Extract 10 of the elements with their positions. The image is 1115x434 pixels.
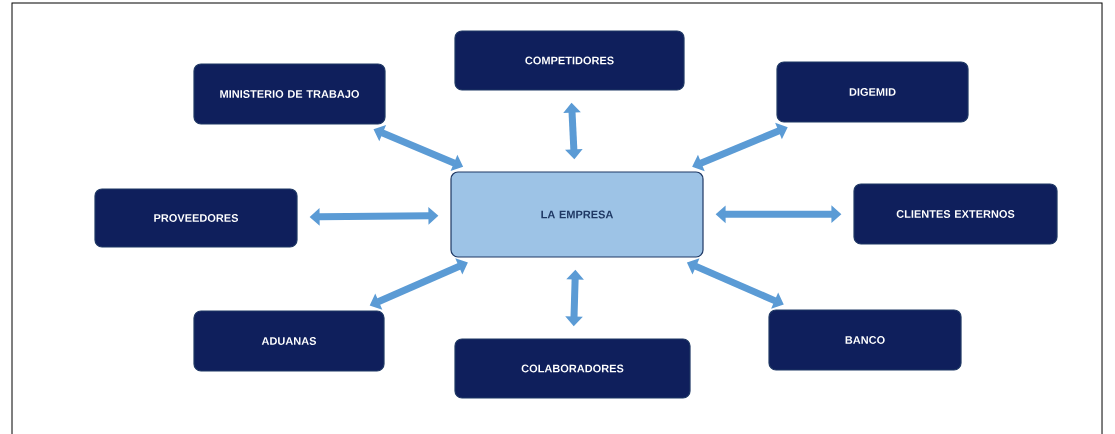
company-box: LA EMPRESA: [450, 171, 704, 258]
entity-box: COMPETIDORES: [454, 30, 685, 91]
entity-box: PROVEEDORES: [94, 188, 298, 248]
entity-box: BANCO: [768, 309, 962, 371]
double-arrow: [692, 122, 788, 172]
entity-box: MINISTERIO DE TRABAJO: [193, 63, 386, 125]
entity-box: COLABORADORES: [454, 338, 691, 399]
entity-box: CLIENTES EXTERNOS: [853, 183, 1058, 245]
entity-box: ADUANAS: [193, 310, 385, 372]
entity-box: DIGEMID: [776, 61, 969, 123]
